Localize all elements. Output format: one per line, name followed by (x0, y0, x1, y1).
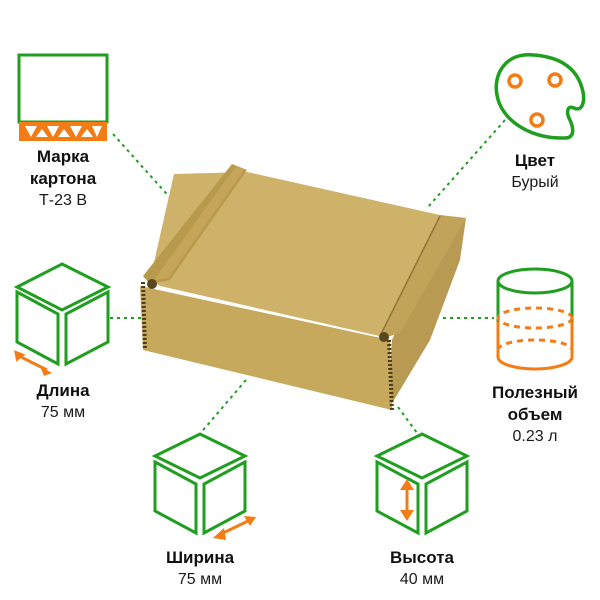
spec-volume-title-1: Полезный (492, 383, 578, 402)
connector-height (397, 406, 421, 438)
cube-length-icon (13, 262, 112, 376)
cube-width-icon (151, 432, 256, 540)
spec-length: Длина 75 мм (10, 380, 116, 424)
spec-color-value: Бурый (511, 174, 559, 191)
connector-grade (112, 133, 191, 221)
spec-height-value: 40 мм (399, 571, 445, 588)
connector-lines (110, 119, 506, 438)
spec-color: Цвет Бурый (485, 150, 585, 194)
spec-width-title: Ширина (165, 548, 235, 567)
spec-width-value: 75 мм (177, 571, 223, 588)
spec-volume-title-2: объем (507, 405, 563, 424)
spec-volume: Полезный объем 0.23 л (475, 382, 595, 448)
spec-length-value: 75 мм (40, 404, 86, 421)
spec-grade-title-1: Марка (36, 147, 90, 166)
spec-length-title: Длина (36, 381, 90, 400)
spec-width: Ширина 75 мм (145, 547, 255, 591)
spec-height: Высота 40 мм (367, 547, 477, 591)
connector-color (427, 119, 506, 208)
corrugated-board-icon (17, 53, 109, 141)
spec-height-title: Высота (390, 548, 454, 567)
connector-width (197, 379, 247, 437)
spec-color-title: Цвет (514, 151, 556, 170)
spec-grade-title-2: картона (29, 169, 97, 188)
cylinder-volume-icon (496, 267, 574, 371)
cardboard-box-image (140, 164, 466, 411)
spec-grade: Марка картона Т-23 В (8, 146, 118, 212)
cube-height-icon (373, 432, 471, 536)
spec-grade-value: Т-23 В (38, 192, 87, 209)
palette-icon (494, 53, 586, 140)
spec-volume-value: 0.23 л (512, 428, 558, 445)
